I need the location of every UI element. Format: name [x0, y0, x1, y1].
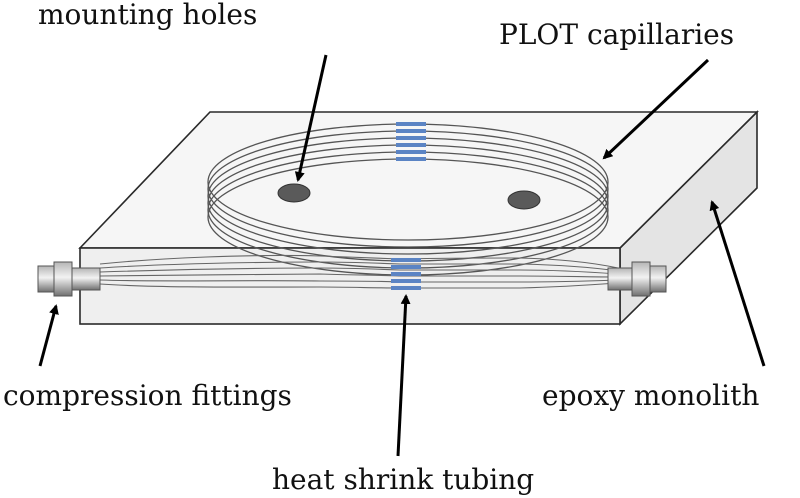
- heat-shrink-tubing-front: [391, 258, 421, 290]
- label-plot-capillaries: PLOT capillaries: [499, 18, 734, 51]
- arrow-epoxy-monolith: [709, 200, 766, 367]
- arrow-plot-capillaries: [602, 58, 710, 160]
- arrow-compression-fittings: [38, 304, 59, 367]
- label-epoxy-monolith: epoxy monolith: [542, 379, 759, 412]
- label-compression-fittings: compression fittings: [3, 379, 292, 412]
- capillary-leads: [99, 254, 619, 289]
- annotation-arrows: [38, 54, 766, 457]
- mounting-hole-right: [507, 190, 541, 210]
- label-mounting-holes: mounting holes: [38, 0, 257, 31]
- compression-fitting-right: [607, 261, 667, 297]
- compression-fitting-left: [37, 261, 101, 297]
- arrow-heat-shrink-tubing: [396, 294, 411, 457]
- mounting-hole-left: [277, 183, 311, 203]
- label-heat-shrink-tubing: heat shrink tubing: [272, 463, 534, 496]
- heat-shrink-tubing-top: [396, 122, 426, 161]
- arrow-mounting-holes: [294, 54, 328, 182]
